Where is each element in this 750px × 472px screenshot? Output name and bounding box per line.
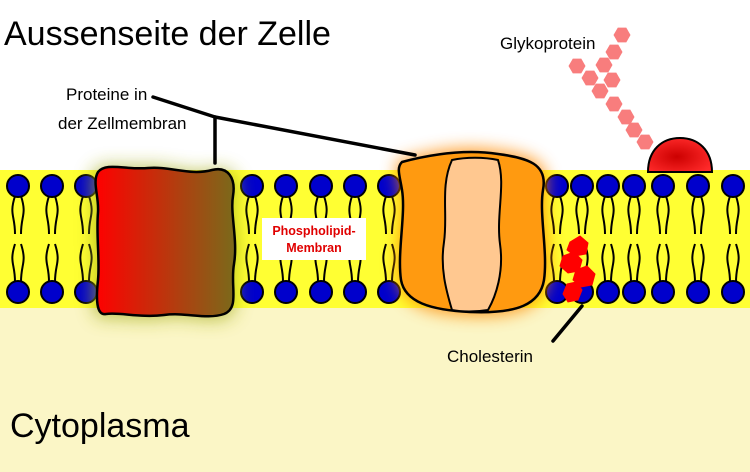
sugar-hexagon — [581, 70, 599, 86]
lipid-head — [651, 174, 675, 198]
lipid-tail — [601, 243, 615, 283]
lipid-tail — [691, 243, 705, 283]
lipid-tail — [45, 243, 59, 283]
glycoprotein-label: Glykoprotein — [500, 34, 595, 53]
cholesterol-leader-line — [551, 304, 584, 343]
lipid-tail — [726, 195, 740, 235]
lipid-head — [377, 280, 401, 304]
cholesterol-label: Cholesterin — [447, 347, 533, 366]
lipid-head — [596, 280, 620, 304]
sugar-hexagon — [625, 122, 643, 138]
lipid-tail — [656, 195, 670, 235]
protein-red-olive — [94, 165, 237, 318]
cytoplasm-label: Cytoplasma — [10, 407, 190, 445]
lipid-head — [651, 280, 675, 304]
cholesterol-molecule — [559, 235, 596, 303]
sugar-hexagon — [591, 83, 609, 99]
sugar-hexagon — [603, 72, 621, 88]
lipid-head — [686, 174, 710, 198]
lipid-head — [274, 174, 298, 198]
lipid-tail — [11, 195, 25, 235]
lipid-head — [274, 280, 298, 304]
lipid-head — [40, 174, 64, 198]
lipid-tail — [627, 195, 641, 235]
sugar-hexagon — [617, 109, 635, 125]
sugar-hexagon — [605, 44, 623, 60]
lipid-head — [309, 174, 333, 198]
lipid-head — [622, 174, 646, 198]
lipid-head — [6, 174, 30, 198]
glycoprotein-sugar-chain — [568, 27, 654, 150]
lipid-tail — [627, 243, 641, 283]
sugar-hexagon — [605, 96, 623, 112]
lipid-tail — [656, 243, 670, 283]
lipid-head — [686, 280, 710, 304]
membrane-label-box — [262, 218, 366, 260]
lipid-head — [377, 174, 401, 198]
lipid-head — [721, 280, 745, 304]
lipid-head — [240, 174, 264, 198]
lipid-head — [343, 280, 367, 304]
lipid-head — [309, 280, 333, 304]
lipid-tail — [550, 195, 564, 235]
lipid-tail — [45, 195, 59, 235]
lipid-head — [596, 174, 620, 198]
sugar-hexagon — [568, 58, 586, 74]
proteins-label-line2: der Zellmembran — [58, 114, 187, 133]
lipid-head — [240, 280, 264, 304]
lipid-head — [622, 280, 646, 304]
lipid-tail — [79, 195, 93, 235]
lipid-tail — [79, 243, 93, 283]
cytoplasm-region — [0, 308, 750, 472]
lipid-tail — [726, 243, 740, 283]
proteins-label-line1: Proteine in — [66, 85, 147, 104]
lipid-head — [721, 174, 745, 198]
lipid-tail — [11, 243, 25, 283]
lipid-head — [343, 174, 367, 198]
lipid-tail — [382, 243, 396, 283]
lipid-tail — [245, 195, 259, 235]
lipid-head — [6, 280, 30, 304]
outside-label: Aussenseite der Zelle — [4, 15, 331, 53]
lipid-tail — [382, 195, 396, 235]
glycoprotein-anchor — [646, 136, 714, 173]
lipid-tail — [691, 195, 705, 235]
lipid-tail — [245, 243, 259, 283]
protein-channel-core — [441, 156, 503, 313]
lipid-head — [545, 174, 569, 198]
lipid-head — [40, 280, 64, 304]
lipid-tail — [575, 195, 589, 235]
lipid-tail — [601, 195, 615, 235]
membrane-label-line1: Phospholipid- — [272, 224, 355, 238]
sugar-hexagon — [595, 57, 613, 73]
sugar-hexagon — [613, 27, 631, 43]
sugar-hexagon — [636, 134, 654, 150]
membrane-label-line2: Membran — [286, 241, 342, 255]
lipid-head — [570, 174, 594, 198]
